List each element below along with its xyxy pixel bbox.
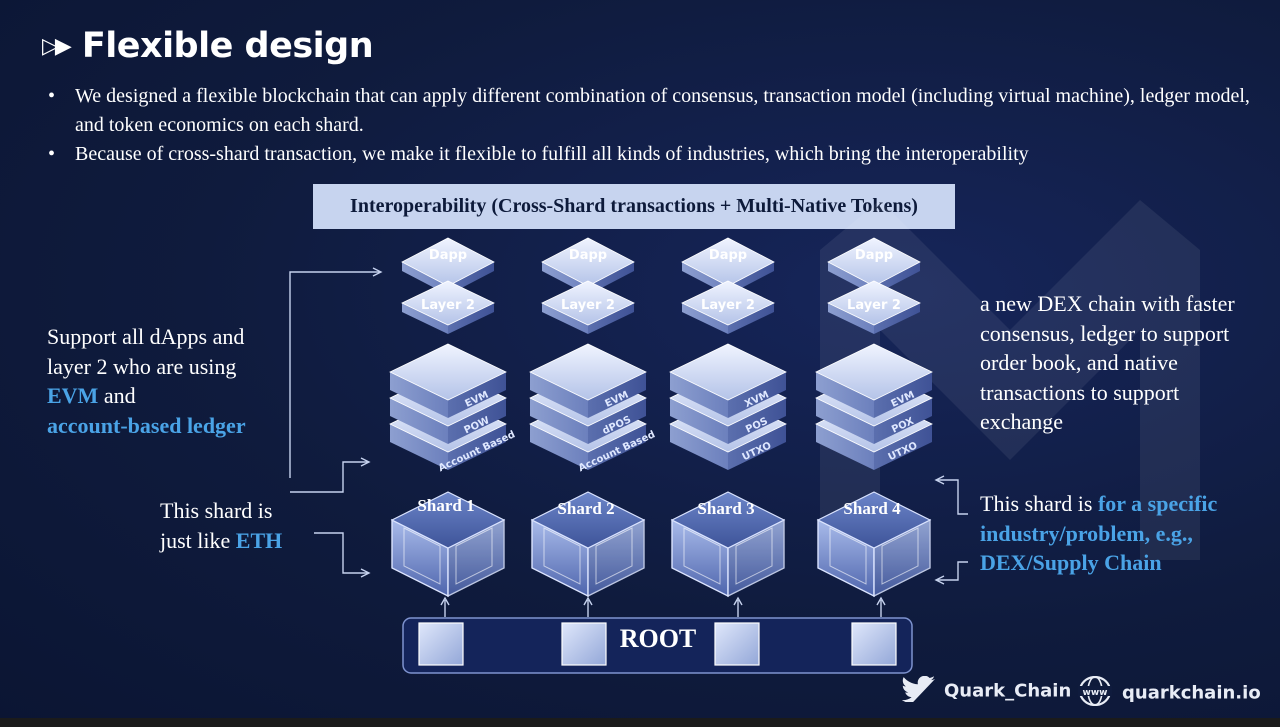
layer2-label: Layer 2 — [421, 298, 475, 313]
vm-layer — [669, 343, 787, 418]
dapp-label: Dapp — [569, 248, 607, 263]
shard-cube — [530, 491, 646, 598]
bullet-icon: • — [48, 85, 56, 107]
root-chain: ROOT — [402, 617, 913, 674]
layer2-tile — [401, 280, 495, 334]
arrowhead-icon — [440, 596, 450, 606]
bottom-strip — [0, 718, 1280, 727]
bullet-text: Because of cross-shard transaction, we m… — [75, 143, 1029, 165]
left-note-and: and — [98, 383, 136, 408]
shard-label: Shard 4 — [843, 499, 901, 518]
left-connectors — [289, 267, 383, 578]
bullet-item: • We designed a flexible blockchain that… — [48, 82, 1280, 140]
shard-cube — [816, 491, 932, 598]
root-label: ROOT — [620, 624, 697, 653]
left-note-line: layer 2 who are using — [47, 353, 237, 379]
left-note: Support all dApps and layer 2 who are us… — [47, 322, 327, 440]
bullet-text: We designed a flexible blockchain that c… — [75, 85, 1250, 136]
evm-highlight: EVM — [47, 383, 99, 408]
ledger-highlight: account-based ledger — [47, 412, 246, 438]
layer2-label: Layer 2 — [701, 298, 755, 313]
shard-note-line: This shard is — [160, 498, 273, 523]
dapp-label: Dapp — [709, 248, 747, 263]
twitter-handle-text: Quark_Chain — [944, 680, 1072, 702]
double-arrow-icon: ▷▶ — [42, 33, 72, 59]
dex-chain-note: a new DEX chain with faster consensus, l… — [980, 291, 1235, 434]
layer2-tile — [541, 280, 635, 334]
vm-layer — [389, 343, 507, 418]
bullet-icon: • — [48, 143, 56, 165]
page-title: Flexible design — [81, 26, 374, 66]
dapp-label: Dapp — [429, 248, 467, 263]
interoperability-banner: Interoperability (Cross-Shard transactio… — [313, 184, 955, 229]
shard-note: This shard is just like ETH — [160, 496, 320, 555]
title-row: ▷▶ Flexible design — [42, 26, 374, 66]
eth-highlight: ETH — [235, 527, 283, 553]
shard-cube — [390, 491, 506, 598]
shard-label: Shard 2 — [557, 499, 614, 518]
vm-layer — [529, 343, 647, 418]
shard-label: Shard 1 — [417, 496, 474, 515]
left-note-line: EVM and — [47, 381, 327, 411]
left-note-line: Support all dApps and — [47, 324, 245, 349]
specific-shard-note: This shard is for a specific industry/pr… — [980, 489, 1260, 578]
watermark-logo-icon — [820, 200, 1200, 560]
right-connectors — [934, 475, 968, 585]
layer2-label: Layer 2 — [847, 298, 901, 313]
vm-layer — [815, 343, 933, 418]
dapp-label: Dapp — [855, 248, 893, 263]
arrowhead-icon — [876, 596, 886, 606]
twitter-handle[interactable]: Quark_Chain — [901, 675, 1072, 707]
website-text: quarkchain.io — [1122, 682, 1261, 704]
specific-shard-prefix: This shard is — [980, 491, 1098, 516]
shard-label: Shard 3 — [697, 499, 754, 518]
layer2-tile — [681, 280, 775, 334]
layer2-label: Layer 2 — [561, 298, 615, 313]
twitter-bird-icon — [901, 675, 936, 707]
specific-industry-highlight: for a specific industry/problem, e.g., D… — [980, 491, 1218, 575]
bullet-list: • We designed a flexible blockchain that… — [48, 82, 1280, 169]
layer2-tile — [827, 280, 921, 334]
arrowhead-icon — [733, 596, 743, 606]
website-link[interactable]: www quarkchain.io — [1078, 675, 1261, 711]
bullet-item: • Because of cross-shard transaction, we… — [48, 140, 1280, 169]
shard-note-line: just like ETH — [160, 526, 320, 556]
shard-cube — [670, 491, 786, 598]
svg-text:www: www — [1083, 688, 1108, 698]
arrowhead-icon — [583, 596, 593, 606]
shard-note-prefix: just like — [160, 527, 236, 553]
www-globe-icon: www — [1078, 675, 1112, 711]
